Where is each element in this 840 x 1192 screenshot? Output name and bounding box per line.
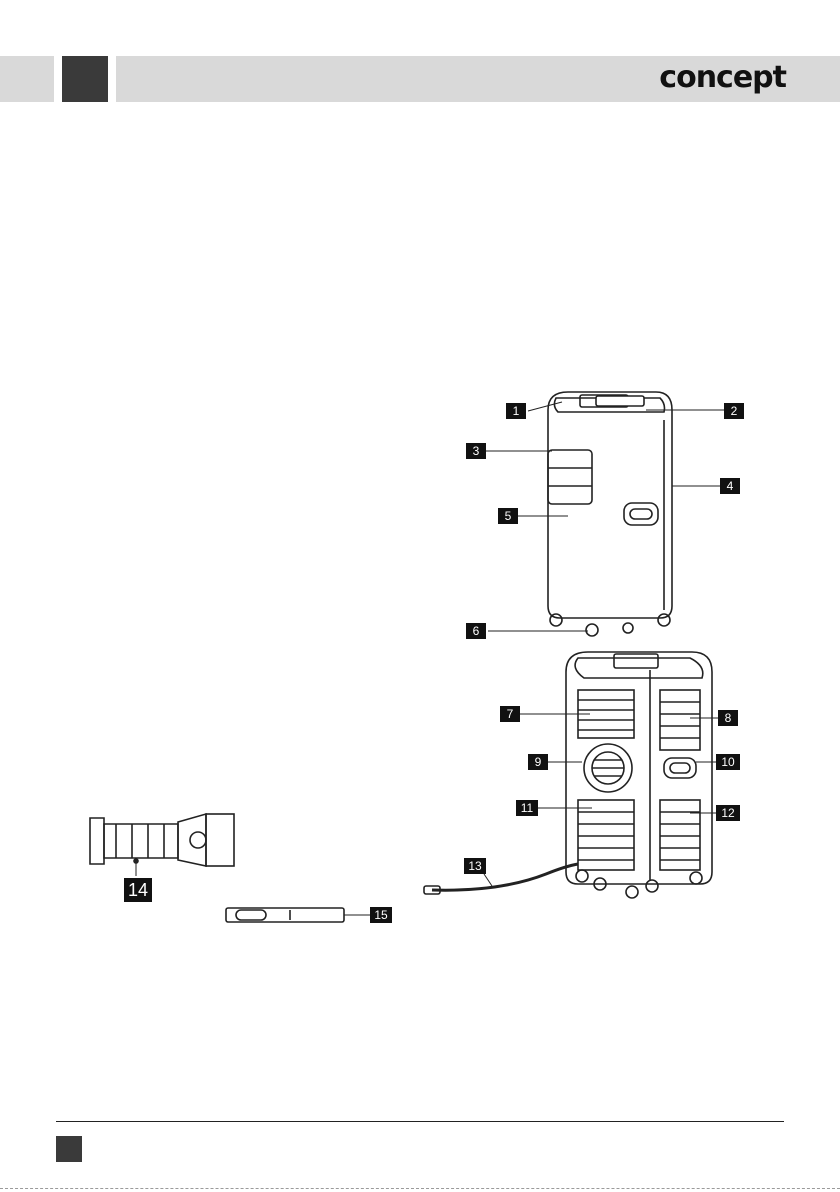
- callout-8: 8: [718, 710, 738, 726]
- callout-5: 5: [498, 508, 518, 524]
- callout-1: 1: [506, 403, 526, 419]
- callout-12: 12: [716, 805, 740, 821]
- drain-hose-illustration: [432, 864, 578, 890]
- front-unit-illustration: [548, 392, 672, 636]
- callout-7: 7: [500, 706, 520, 722]
- callout-9: 9: [528, 754, 548, 770]
- callout-2: 2: [724, 403, 744, 419]
- rear-unit-illustration: [566, 652, 712, 898]
- footer-rule: [56, 1121, 784, 1122]
- callout-11: 11: [516, 800, 538, 816]
- callout-15: 15: [370, 907, 392, 923]
- callout-3: 3: [466, 443, 486, 459]
- callout-4: 4: [720, 478, 740, 494]
- callout-13: 13: [464, 858, 486, 874]
- callout-14: 14: [124, 878, 152, 902]
- callout-10: 10: [716, 754, 740, 770]
- page-cut-line: [0, 1188, 840, 1189]
- window-slider-illustration: [226, 908, 344, 922]
- callout-6: 6: [466, 623, 486, 639]
- footer-square: [56, 1136, 82, 1162]
- exhaust-hose-illustration: [90, 814, 234, 866]
